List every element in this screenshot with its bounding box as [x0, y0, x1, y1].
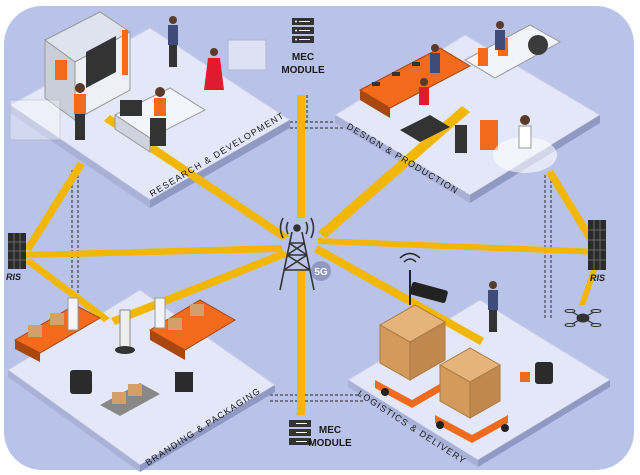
ris-right-panel-icon: [588, 220, 606, 270]
ris-right-label: RIS: [590, 273, 605, 283]
research-desk-illustration: [113, 87, 207, 153]
research-machine-illustration: [44, 11, 131, 121]
beam-ris-left-branding: [24, 258, 110, 322]
ris-left-label: RIS: [6, 272, 21, 282]
beam-ris-right-drone: [579, 262, 600, 305]
mec-module-bottom-icon: [289, 420, 311, 445]
branding-conveyor: [13, 297, 236, 416]
mec-module-top-icon: [292, 18, 314, 43]
beam-to-mec-top: [297, 95, 305, 218]
mec-top-line2: MODULE: [281, 65, 325, 76]
mec-bottom-line2: MODULE: [308, 438, 352, 449]
beam-to-ris-left: [25, 245, 282, 258]
platform-branding: [7, 289, 276, 472]
drone-icon: [564, 309, 602, 327]
beam-to-ris-right: [318, 238, 600, 255]
ris-left-panel-icon: [8, 233, 26, 269]
5g-tower-icon: [279, 217, 315, 291]
beam-ris-left-research: [24, 162, 85, 251]
logistics-pallets: [375, 281, 553, 443]
beam-to-design: [318, 106, 470, 238]
beam-ris-right-design: [546, 170, 600, 250]
surveillance-camera-icon: [399, 252, 448, 305]
svg-text:5G: 5G: [314, 267, 328, 278]
beam-to-mec-bottom: [297, 270, 305, 415]
mec-top-line1: MEC: [292, 52, 314, 63]
5g-badge: 5G: [311, 261, 331, 281]
design-production-line: [358, 21, 562, 173]
mec-bottom-line1: MEC: [319, 425, 341, 436]
research-people: [9, 16, 267, 141]
